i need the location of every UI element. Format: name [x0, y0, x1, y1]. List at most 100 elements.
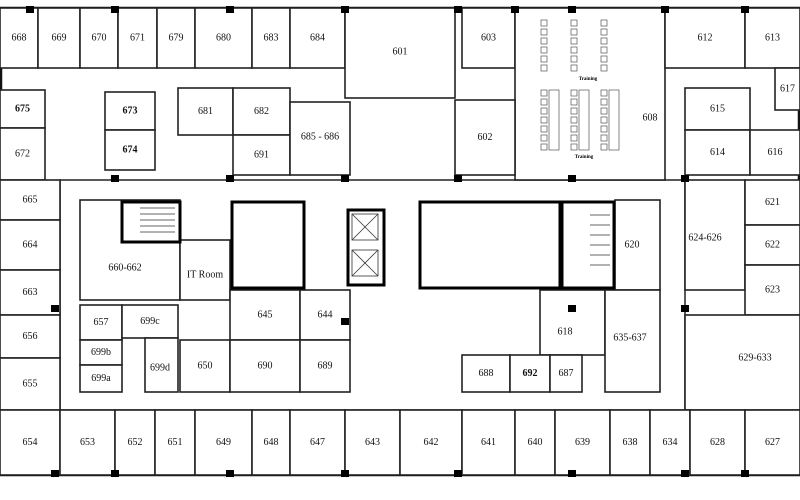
room-label: 639 [575, 437, 590, 448]
structural-column [681, 470, 689, 477]
chair-icon [570, 28, 578, 36]
room-label: 664 [23, 239, 38, 250]
room-651[interactable] [154, 409, 196, 476]
structural-column [341, 318, 349, 325]
room-label: 641 [481, 437, 496, 448]
room-687[interactable] [549, 354, 583, 393]
room-668[interactable] [0, 7, 39, 69]
room-label: 683 [264, 32, 279, 43]
room-label: 699b [91, 347, 111, 358]
room-656[interactable] [0, 314, 61, 359]
room-label: 684 [310, 32, 325, 43]
room-643[interactable] [344, 409, 401, 476]
room-627[interactable] [744, 409, 800, 476]
room-638[interactable] [609, 409, 651, 476]
room-616[interactable] [749, 129, 800, 176]
room-label: 617 [780, 83, 795, 94]
room-692[interactable] [509, 354, 551, 393]
room-699c[interactable] [121, 304, 179, 339]
room-623[interactable] [744, 264, 800, 316]
training-label: Training [579, 77, 598, 82]
room-label: 682 [254, 106, 269, 117]
structural-column [661, 6, 669, 13]
room-669[interactable] [37, 7, 81, 69]
chair-icon [570, 46, 578, 54]
room-label: 616 [768, 147, 783, 158]
room-label: 644 [318, 309, 333, 320]
chair-icon [600, 143, 608, 151]
room-681[interactable] [177, 87, 234, 136]
room-612[interactable] [664, 7, 746, 69]
room-label: 685 - 686 [301, 131, 339, 142]
room-603[interactable] [461, 7, 516, 69]
room-label: 621 [765, 197, 780, 208]
room-691[interactable] [232, 134, 291, 176]
chair-icon [570, 37, 578, 45]
room-688[interactable] [461, 354, 511, 393]
room-689[interactable] [299, 339, 351, 393]
chair-icon [600, 134, 608, 142]
room-663[interactable] [0, 269, 61, 316]
room-label: 645 [258, 309, 273, 320]
room-608[interactable] [514, 7, 666, 181]
chair-icon [600, 55, 608, 63]
room-634[interactable] [649, 409, 691, 476]
chair-icon [540, 143, 548, 151]
chair-icon [540, 55, 548, 63]
chair-icon [540, 116, 548, 124]
room-650[interactable] [179, 339, 231, 393]
room-699b[interactable] [79, 339, 123, 366]
chair-icon [570, 116, 578, 124]
room-685-686[interactable] [289, 101, 351, 176]
room-label: 653 [80, 437, 95, 448]
structural-column [681, 305, 689, 312]
room-679[interactable] [156, 7, 196, 69]
chair-icon [570, 64, 578, 72]
room-label: 608 [643, 112, 658, 123]
room-itroom[interactable] [179, 239, 231, 301]
room-673[interactable] [104, 91, 156, 131]
room-647[interactable] [289, 409, 346, 476]
chair-icon [570, 134, 578, 142]
room-699a[interactable] [79, 364, 123, 393]
chair-icon [570, 55, 578, 63]
room-652[interactable] [114, 409, 156, 476]
room-618[interactable] [539, 289, 606, 356]
room-648[interactable] [251, 409, 291, 476]
room-635-637[interactable] [604, 289, 661, 393]
room-664[interactable] [0, 219, 61, 271]
chair-icon [570, 107, 578, 115]
room-label: 665 [23, 194, 38, 205]
room-label: 652 [128, 437, 143, 448]
room-617[interactable] [774, 67, 800, 111]
desk [578, 89, 590, 151]
chair-icon [600, 64, 608, 72]
room-613[interactable] [744, 7, 800, 69]
chair-icon [570, 89, 578, 97]
chair-icon [570, 143, 578, 151]
room-657[interactable] [79, 304, 123, 341]
room-label: 670 [92, 32, 107, 43]
room-670[interactable] [79, 7, 119, 69]
room-601[interactable] [344, 7, 456, 99]
room-628[interactable] [689, 409, 746, 476]
chair-icon [570, 19, 578, 27]
room-label: 691 [254, 149, 269, 160]
room-674[interactable] [104, 129, 156, 171]
room-642[interactable] [399, 409, 463, 476]
structural-column [51, 305, 59, 312]
room-614[interactable] [684, 129, 751, 176]
room-label: 656 [23, 331, 38, 342]
room-615[interactable] [684, 87, 751, 131]
room-641[interactable] [461, 409, 516, 476]
room-602[interactable] [454, 99, 516, 176]
chair-icon [570, 98, 578, 106]
stairs-icon [590, 214, 610, 266]
chair-icon [540, 64, 548, 72]
chair-icon [540, 19, 548, 27]
room-699d[interactable] [144, 337, 179, 393]
chair-icon [600, 28, 608, 36]
room-622[interactable] [744, 224, 800, 266]
core-block-west [230, 200, 306, 290]
room-629-633[interactable] [684, 314, 800, 411]
